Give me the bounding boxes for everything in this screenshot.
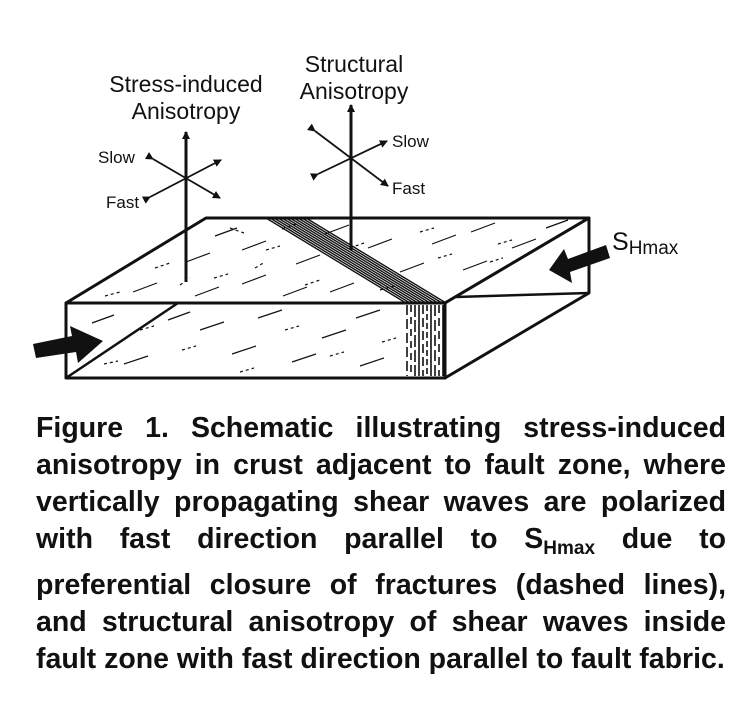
stress-anisotropy-label-1: Stress-induced (109, 71, 262, 97)
stress-anisotropy-label-2: Anisotropy (132, 98, 241, 124)
fault-zone-diagram: Stress-induced Anisotropy Structural Ani… (33, 51, 679, 380)
structural-anisotropy-label-1: Structural (305, 51, 403, 77)
stress-fast-axis (141, 159, 222, 204)
fault-zone-front (406, 305, 444, 376)
caption-shmax-main: S (524, 523, 544, 555)
shmax-label-sub: Hmax (629, 238, 679, 259)
structural-fast-axis (307, 123, 389, 187)
stress-anisotropy-marker (141, 131, 222, 282)
shmax-arrow-right (549, 245, 610, 283)
structural-fast-label: Fast (392, 179, 425, 198)
crust-block (64, 216, 591, 380)
shmax-label: SHmax (612, 228, 679, 259)
fault-trace-front (65, 301, 179, 380)
structural-anisotropy-marker (307, 104, 389, 250)
caption-shmax-sub: Hmax (543, 538, 596, 559)
structural-anisotropy-label-2: Anisotropy (300, 78, 409, 104)
shmax-label-main: S (612, 228, 629, 256)
figure-caption: Figure 1. Schematic illustrating stress-… (36, 410, 726, 678)
caption-shmax: SHmax (524, 523, 595, 559)
stress-fast-label: Fast (106, 193, 139, 212)
fracture-lines (104, 219, 569, 297)
caption-text-1: Figure 1. Schematic illustrating stress-… (36, 412, 726, 555)
shmax-arrow-left (33, 326, 103, 363)
structural-slow-label: Slow (392, 132, 430, 151)
stress-slow-label: Slow (98, 148, 136, 167)
fault-trace-side (455, 291, 590, 299)
caption-text-2: due to preferential closure of fractures… (36, 523, 726, 675)
